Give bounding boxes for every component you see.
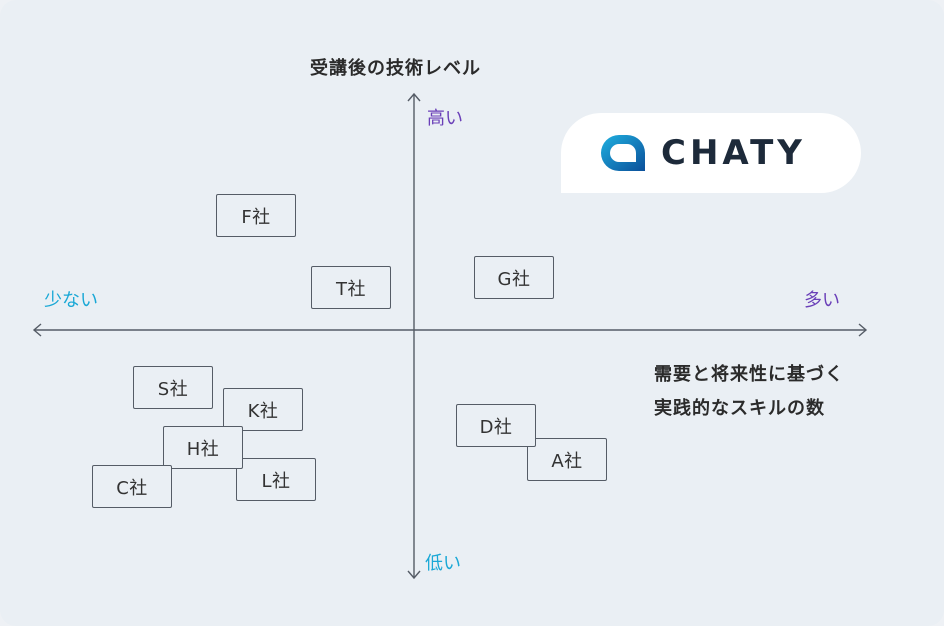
chaty-logo-text: CHATY [661,133,806,173]
chaty-logo-icon [601,135,645,171]
company-box-k: K社 [223,388,303,431]
company-box-s: S社 [133,366,213,409]
horizontal-axis-arrow-right [858,323,868,337]
vertical-axis-arrow-top [407,92,421,102]
vertical-high-label: 高い [427,108,463,129]
horizontal-axis-arrow-left [32,323,42,337]
chaty-logo: CHATY [561,113,861,193]
horizontal-high-label: 多い [804,290,840,311]
horizontal-low-label: 少ない [44,290,98,311]
vertical-axis-arrow-bottom [407,570,421,580]
company-box-f: F社 [216,194,296,237]
company-box-h: H社 [163,426,243,469]
company-box-d: D社 [456,404,536,447]
company-box-t: T社 [311,266,391,309]
horizontal-axis-title: 需要と将来性に基づく 実践的なスキルの数 [654,364,844,419]
company-box-a: A社 [527,438,607,481]
company-box-g: G社 [474,256,554,299]
vertical-low-label: 低い [425,553,461,574]
company-box-c: C社 [92,465,172,508]
company-box-l: L社 [236,458,316,501]
vertical-axis-title: 受講後の技術レベル [310,58,481,79]
